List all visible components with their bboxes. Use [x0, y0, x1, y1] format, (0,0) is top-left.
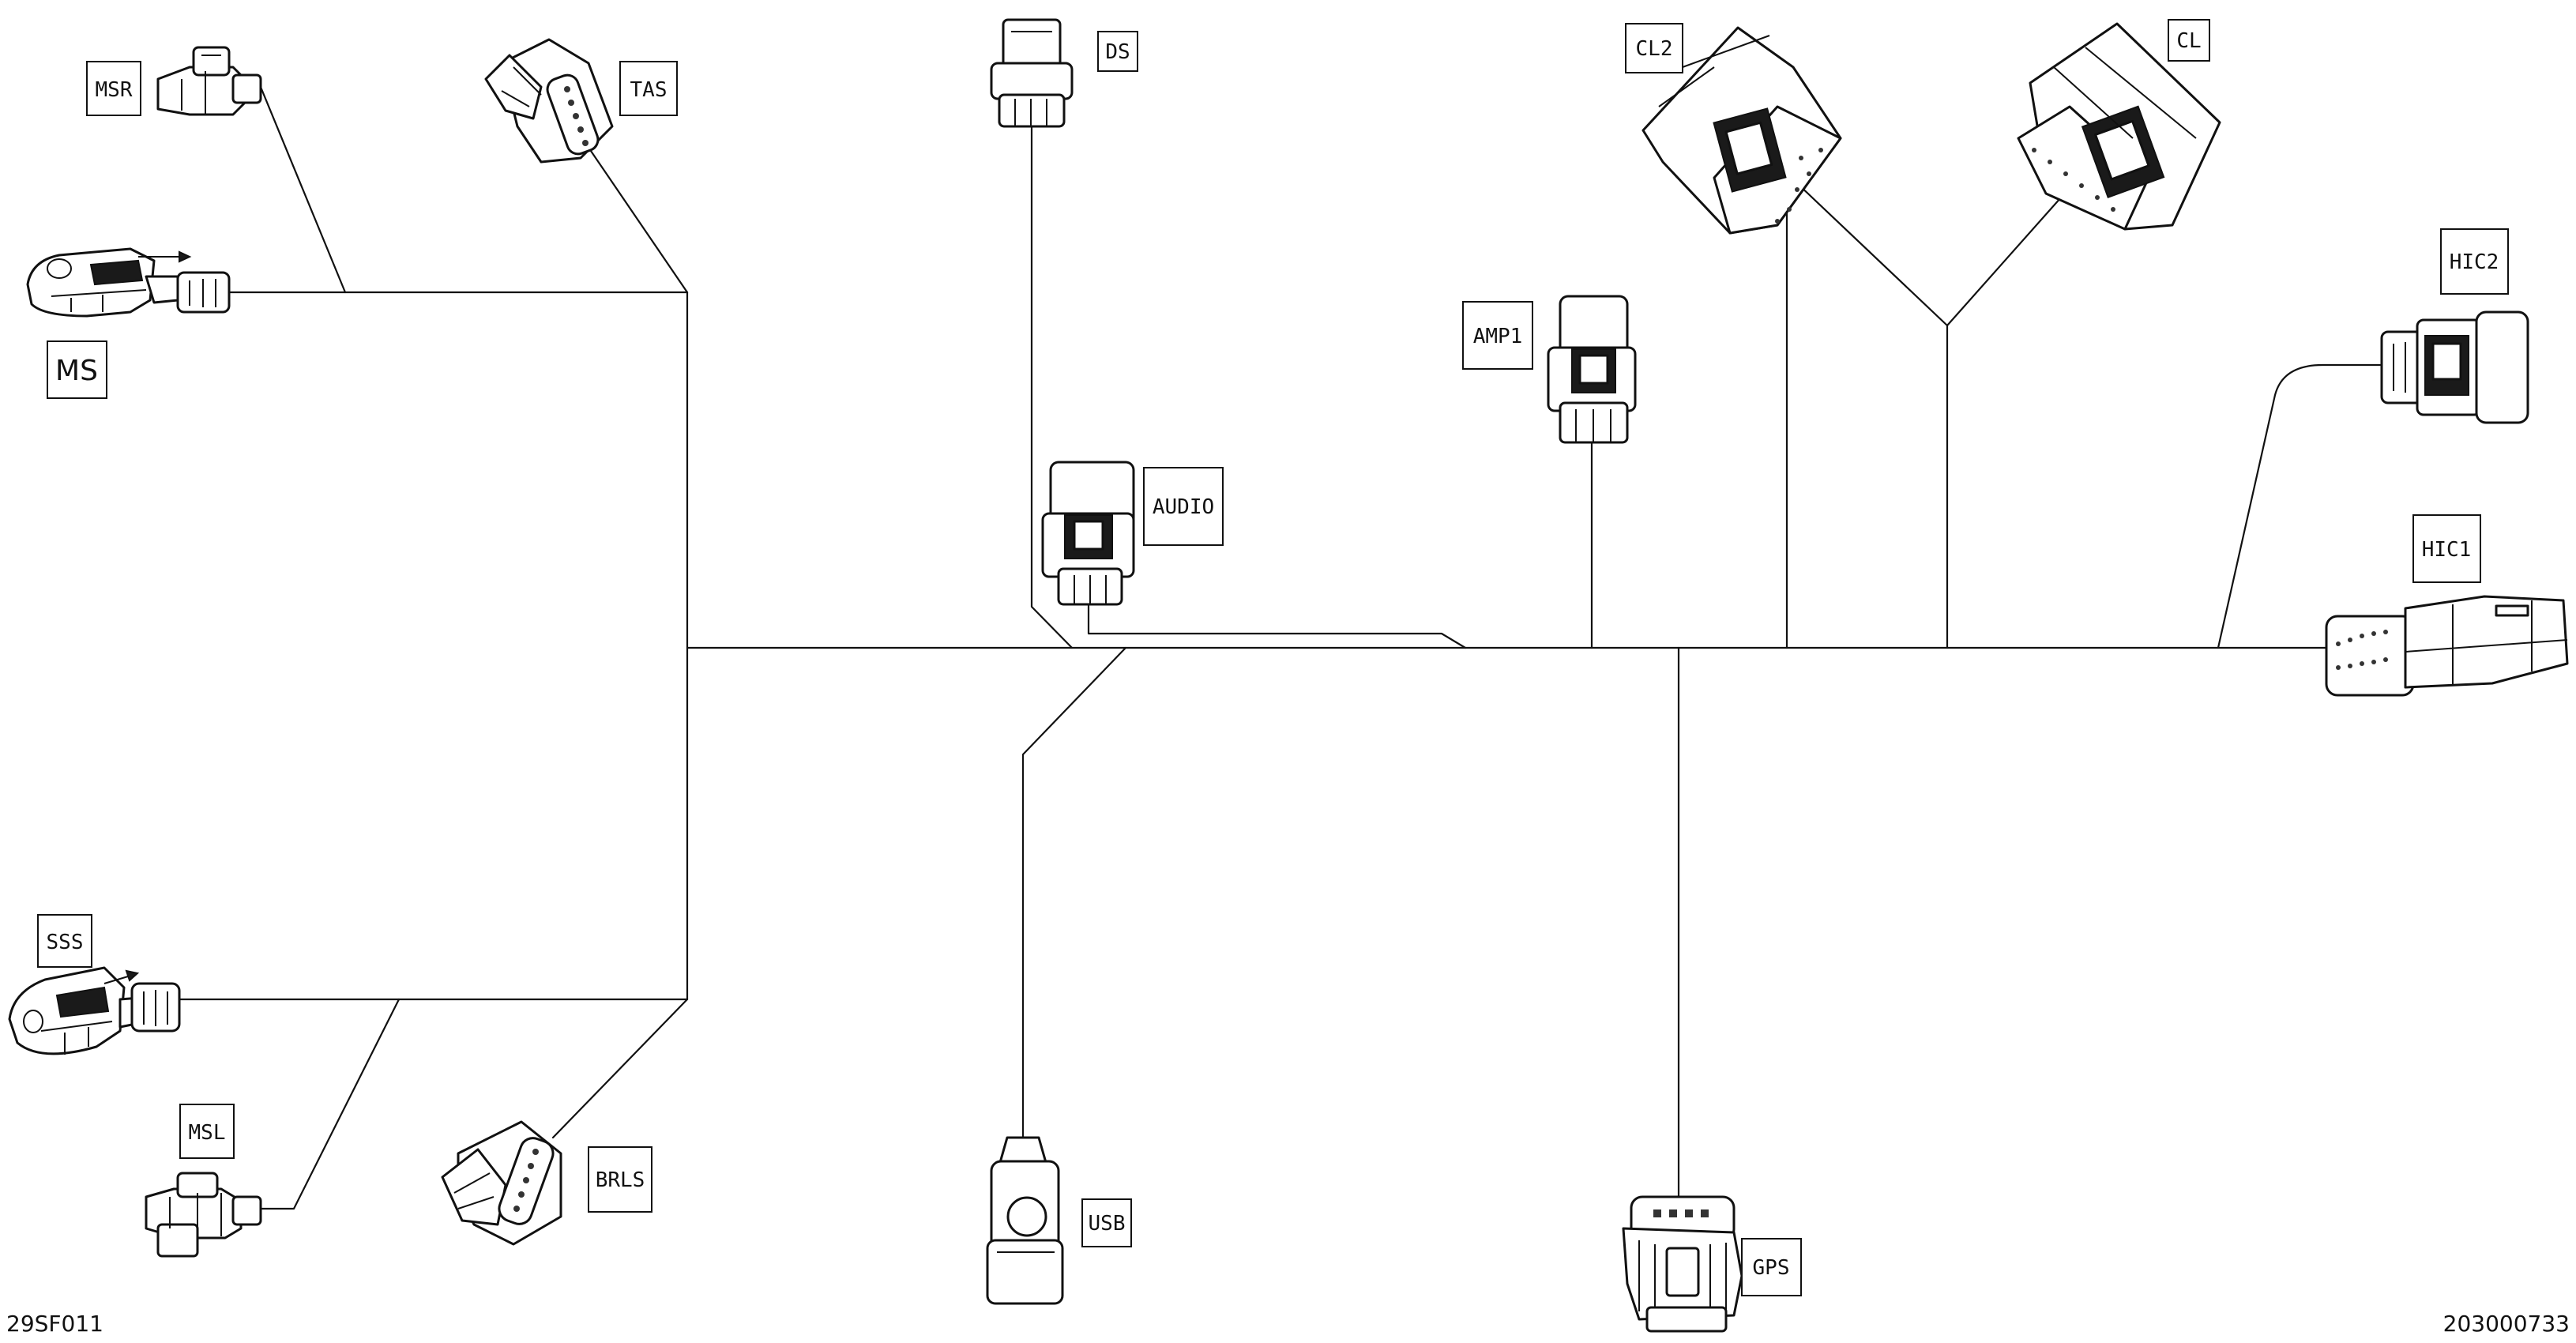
label-cl: CL: [2168, 19, 2210, 62]
label-audio: AUDIO: [1143, 467, 1224, 546]
figure-code-right: 203000733: [2443, 1311, 2570, 1337]
label-ms: MS: [47, 340, 107, 399]
label-cl2: CL2: [1625, 23, 1683, 73]
msr-branch-wire: [255, 76, 347, 294]
label-msl: MSL: [179, 1104, 235, 1159]
ds-branch-wire: [1030, 118, 1074, 649]
label-ms-text: MS: [55, 355, 98, 387]
cl-connector: [2017, 22, 2221, 231]
usb-branch-wire: [1021, 646, 1127, 1143]
figure-code-left: 29SF011: [6, 1311, 103, 1337]
label-amp1: AMP1: [1462, 301, 1533, 370]
label-hic1-text: HIC1: [2422, 538, 2472, 562]
label-ds-text: DS: [1105, 40, 1130, 64]
hic1-connector: [2325, 595, 2569, 697]
label-hic1: HIC1: [2412, 514, 2481, 583]
label-hic2: HIC2: [2440, 228, 2509, 295]
gps-connector: [1622, 1195, 1743, 1333]
label-sss: SSS: [37, 914, 92, 968]
audio-branch-wire: [1087, 603, 1467, 649]
ds-connector: [990, 18, 1074, 128]
hic2-connector: [2380, 310, 2529, 424]
label-tas-text: TAS: [630, 78, 668, 102]
label-usb-text: USB: [1089, 1212, 1126, 1236]
sss-connector: [8, 966, 181, 1055]
amp1-connector: [1547, 295, 1637, 444]
label-usb: USB: [1081, 1198, 1132, 1247]
tas-branch-wire: [579, 134, 689, 294]
msl-branch-wire: [255, 998, 401, 1210]
usb-connector: [986, 1136, 1064, 1305]
label-msr: MSR: [86, 61, 141, 116]
audio-connector: [1041, 461, 1135, 606]
msl-connector: [145, 1172, 262, 1258]
tas-connector: [484, 38, 614, 164]
cl2-connector: [1641, 26, 1842, 235]
label-brls-text: BRLS: [596, 1168, 645, 1192]
label-ds: DS: [1097, 31, 1138, 72]
cl-y-branch-wire: [1796, 182, 2075, 649]
label-sss-text: SSS: [47, 931, 84, 954]
label-gps-text: GPS: [1753, 1256, 1790, 1280]
label-msr-text: MSR: [96, 78, 133, 102]
label-amp1-text: AMP1: [1473, 325, 1523, 348]
label-tas: TAS: [619, 61, 678, 116]
label-brls: BRLS: [588, 1146, 652, 1213]
msr-connector: [156, 46, 262, 116]
label-audio-text: AUDIO: [1153, 495, 1214, 519]
hic2-branch-wire: [2217, 363, 2391, 649]
label-cl-text: CL: [2176, 29, 2201, 53]
label-gps: GPS: [1741, 1238, 1802, 1296]
harness-wires: [174, 76, 2391, 1210]
label-msl-text: MSL: [189, 1121, 226, 1145]
label-hic2-text: HIC2: [2450, 250, 2499, 274]
ms-connector: [26, 247, 231, 318]
brls-connector: [441, 1120, 562, 1246]
brls-branch-wire: [551, 998, 689, 1139]
label-cl2-text: CL2: [1636, 37, 1673, 61]
